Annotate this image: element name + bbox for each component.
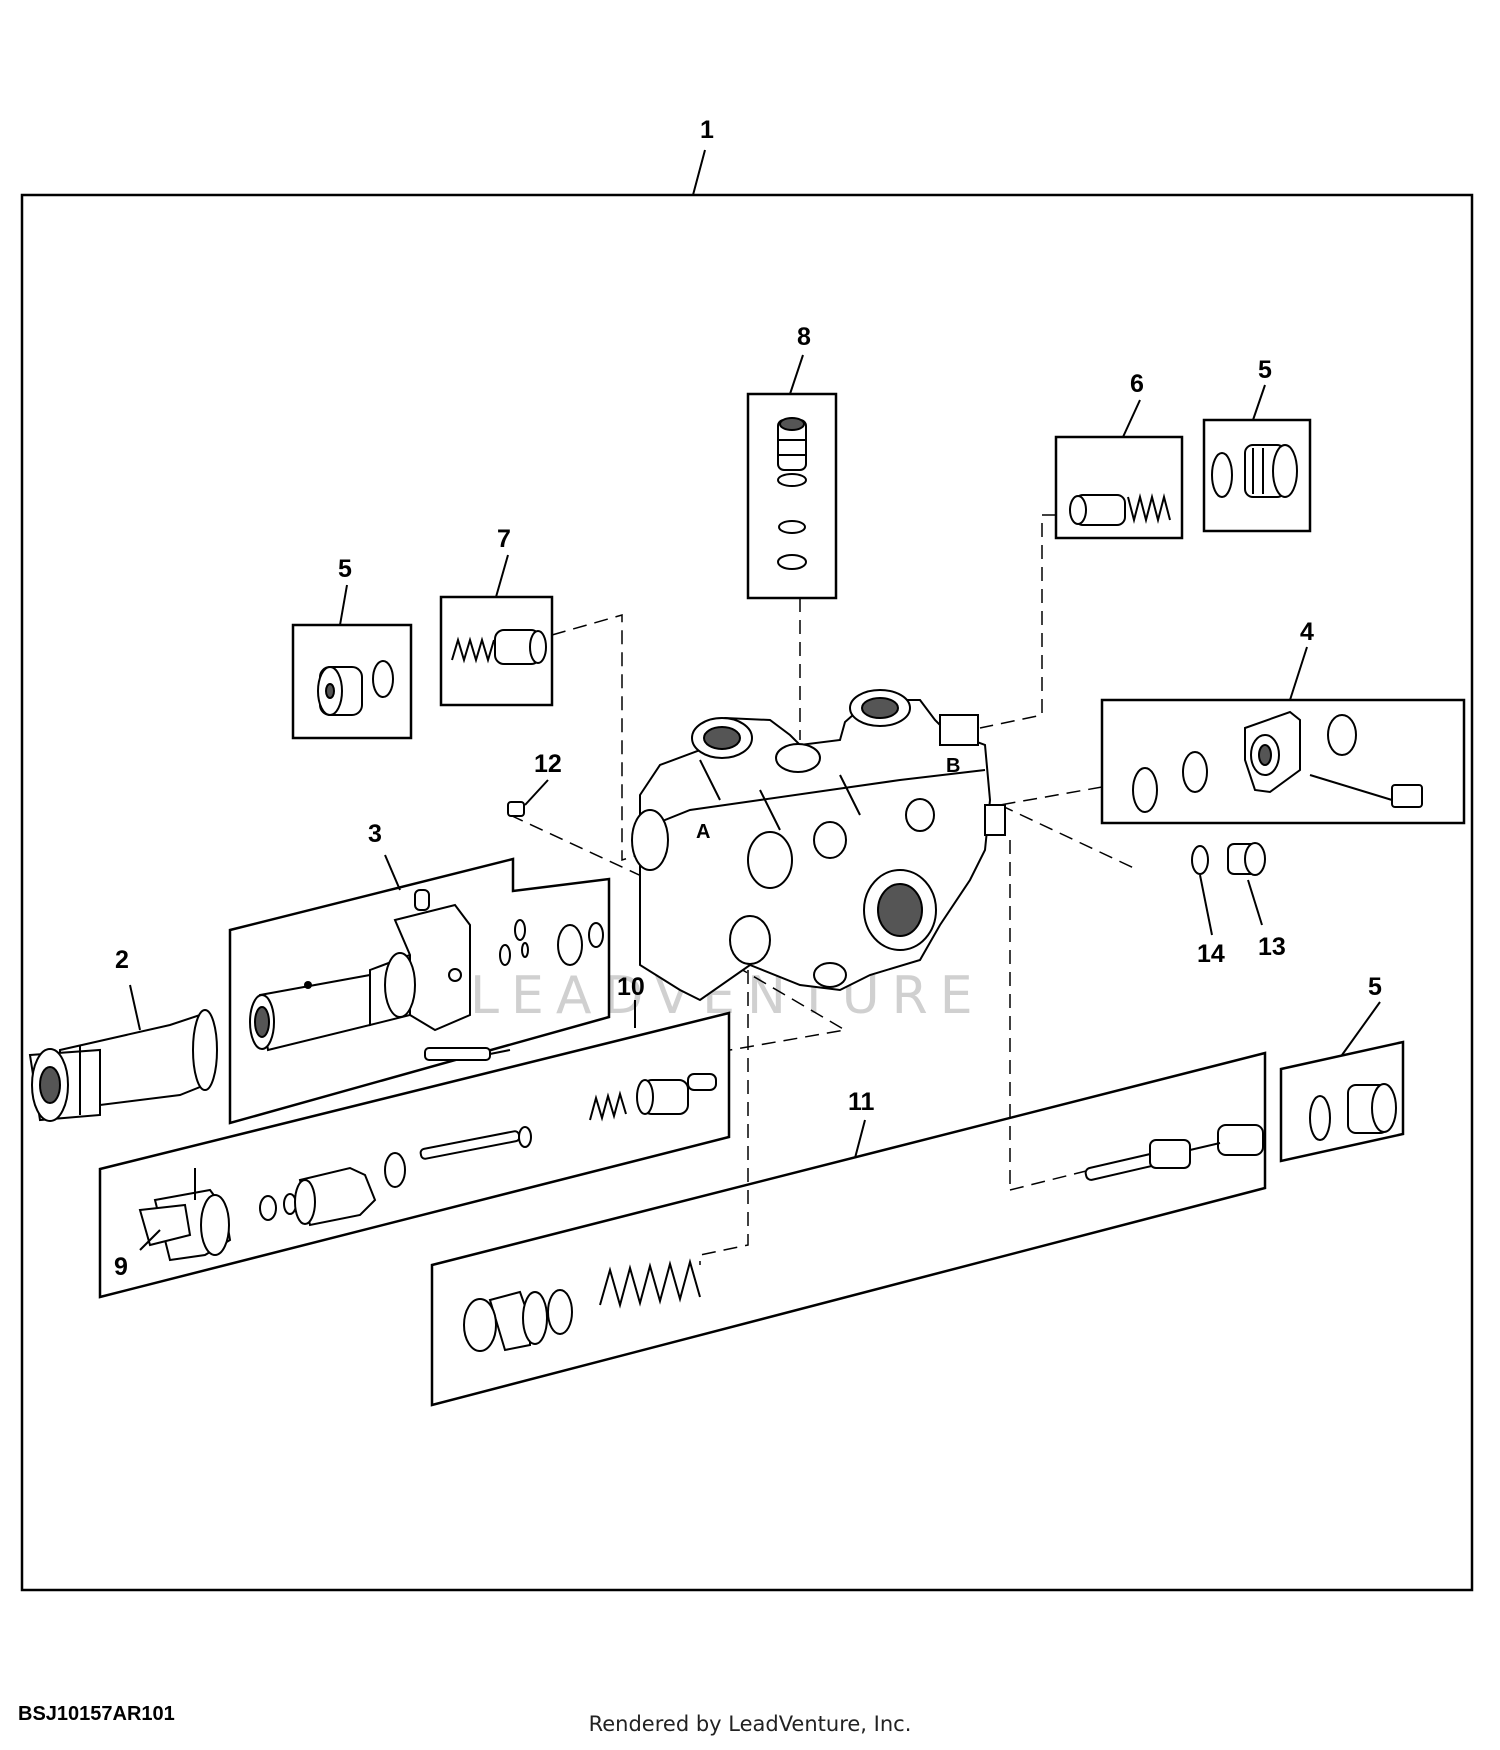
callout-10: 10 xyxy=(617,973,645,1001)
box-8 xyxy=(746,392,838,600)
callout-11: 11 xyxy=(848,1088,875,1116)
callout-14: 14 xyxy=(1197,940,1225,968)
callout-8: 8 xyxy=(797,323,811,351)
valve-body xyxy=(631,689,1006,1002)
callout-4: 4 xyxy=(1300,618,1314,646)
leader-14 xyxy=(1199,874,1213,936)
part-4-flange xyxy=(1132,710,1423,813)
callout-7: 7 xyxy=(497,525,511,553)
part-2-handle xyxy=(28,1009,218,1122)
part-10-spool-kit xyxy=(138,1073,717,1262)
leader-5-bottom-right xyxy=(1341,1001,1381,1056)
callout-5-top-right: 5 xyxy=(1258,356,1272,384)
part-11-relief-kit xyxy=(463,1124,1264,1352)
callout-6: 6 xyxy=(1130,370,1144,398)
part-8-cartridge xyxy=(777,417,807,570)
part-5-plug-top-right xyxy=(1211,444,1298,498)
drawing-number: BSJ10157AR101 xyxy=(18,1703,175,1725)
part-6-poppet-spring xyxy=(1069,493,1171,526)
box-11 xyxy=(430,1051,1267,1407)
box-5-left xyxy=(291,623,413,740)
leader-2 xyxy=(129,984,141,1031)
leader-1 xyxy=(692,149,706,196)
callout-13: 13 xyxy=(1258,933,1286,961)
leader-6 xyxy=(1122,399,1141,438)
assembly-frame xyxy=(20,193,1474,1592)
box-6 xyxy=(1054,435,1184,540)
port-label-a: A xyxy=(696,821,710,843)
box-5-bottom-right xyxy=(1279,1040,1405,1163)
rendered-by-footer: Rendered by LeadVenture, Inc. xyxy=(588,1712,912,1736)
box-4 xyxy=(1100,698,1466,825)
part-7-spring-poppet xyxy=(451,629,547,665)
port-label-b: B xyxy=(946,755,960,777)
leader-3 xyxy=(384,854,401,891)
part-5-plug-left xyxy=(317,660,394,716)
callout-2: 2 xyxy=(115,946,129,974)
part-14-o-ring xyxy=(1191,845,1209,875)
part-12-screw xyxy=(507,801,525,817)
part-13-plug xyxy=(1227,842,1266,876)
leader-12 xyxy=(524,779,549,806)
leader-9 xyxy=(139,1229,161,1251)
leader-4 xyxy=(1289,646,1308,701)
part-3-detent-housing xyxy=(249,889,604,1061)
callout-5-left: 5 xyxy=(338,555,352,583)
leader-5-left xyxy=(339,584,348,626)
callout-3: 3 xyxy=(368,820,382,848)
leader-13 xyxy=(1247,879,1263,926)
leader-7 xyxy=(495,554,509,598)
part-5-plug-bottom-right xyxy=(1309,1083,1397,1141)
leader-8 xyxy=(789,354,804,395)
box-3 xyxy=(228,857,611,1125)
box-10 xyxy=(98,1011,731,1299)
box-5-top-right xyxy=(1202,418,1312,533)
callout-1: 1 xyxy=(700,116,714,144)
callout-9: 9 xyxy=(114,1253,128,1281)
callout-12: 12 xyxy=(534,750,562,778)
callout-5-bottom-right: 5 xyxy=(1368,973,1382,1001)
leader-11 xyxy=(854,1119,866,1159)
leader-5-top-right xyxy=(1252,384,1266,421)
